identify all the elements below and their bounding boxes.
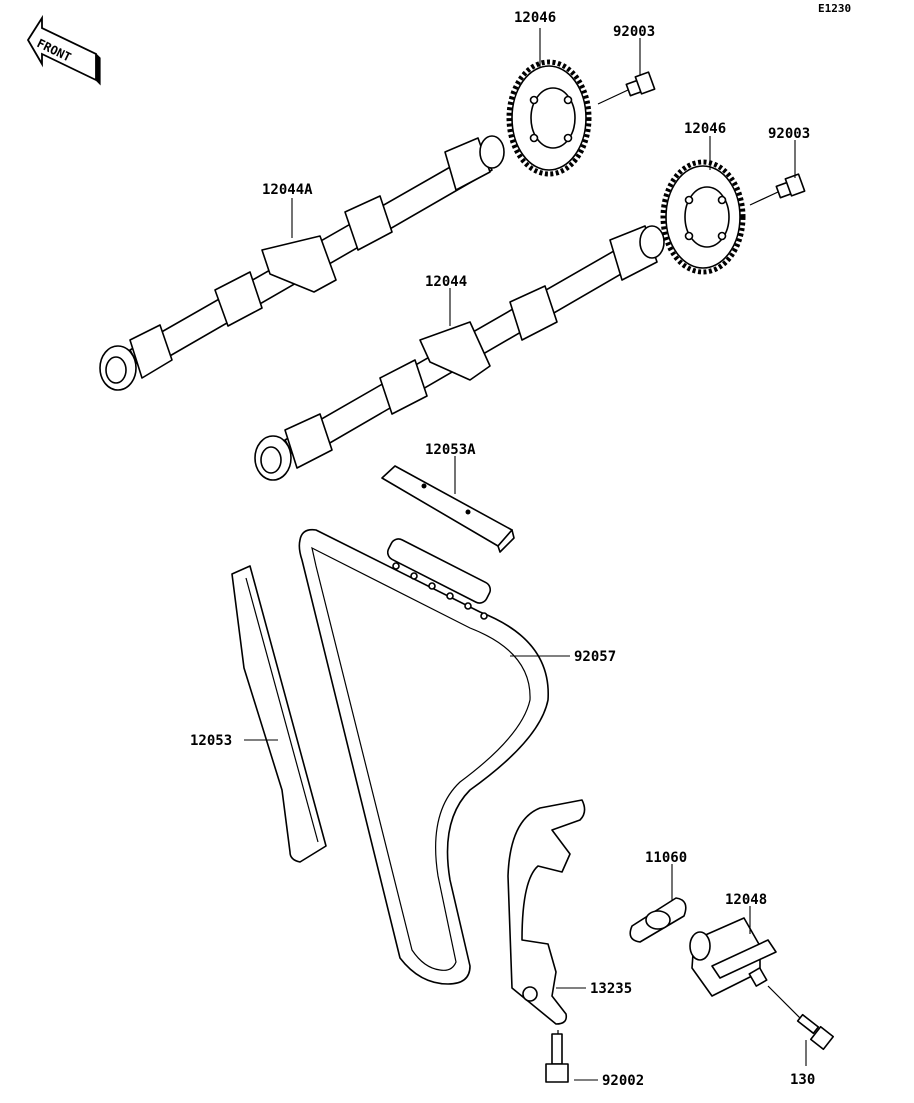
label-chain: 92057 xyxy=(574,649,616,665)
label-sprocket-a: 12046 xyxy=(514,10,556,26)
label-camshaft-a: 12044A xyxy=(262,182,313,198)
label-tensioner: 12048 xyxy=(725,892,767,908)
tensioner-bolt xyxy=(796,1013,835,1051)
cam-sprocket-b xyxy=(660,159,746,275)
label-bolt-a: 92003 xyxy=(613,24,655,40)
chain-tensioner xyxy=(689,917,805,1023)
diagram-code: E1230 xyxy=(818,2,851,15)
tensioner-gasket xyxy=(629,897,687,943)
label-bolt-b: 92003 xyxy=(768,126,810,142)
cam-sprocket-a xyxy=(506,59,592,177)
label-guide-top: 12053A xyxy=(425,442,476,458)
sprocket-bolt-b xyxy=(749,173,806,206)
timing-chain xyxy=(298,528,549,985)
chain-links xyxy=(386,538,492,620)
leader-lines xyxy=(244,28,807,1081)
label-camshaft-b: 12044 xyxy=(425,274,467,290)
camshaft-a xyxy=(99,135,505,391)
sprocket-bolt-a xyxy=(597,71,656,105)
label-gasket: 11060 xyxy=(645,850,687,866)
guide-bolt xyxy=(545,1030,569,1083)
front-arrow-icon: FRONT xyxy=(26,14,101,86)
label-guide-left: 12053 xyxy=(190,733,232,749)
label-tensioner-guide: 13235 xyxy=(590,981,632,997)
label-tensioner-bolt: 130 xyxy=(790,1072,815,1088)
label-guide-bolt: 92002 xyxy=(602,1073,644,1089)
label-sprocket-b: 12046 xyxy=(684,121,726,137)
camshaft-b xyxy=(254,225,665,481)
chain-guide-left xyxy=(231,565,327,863)
tensioner-guide xyxy=(507,799,586,1025)
chain-guide-top xyxy=(381,465,515,553)
